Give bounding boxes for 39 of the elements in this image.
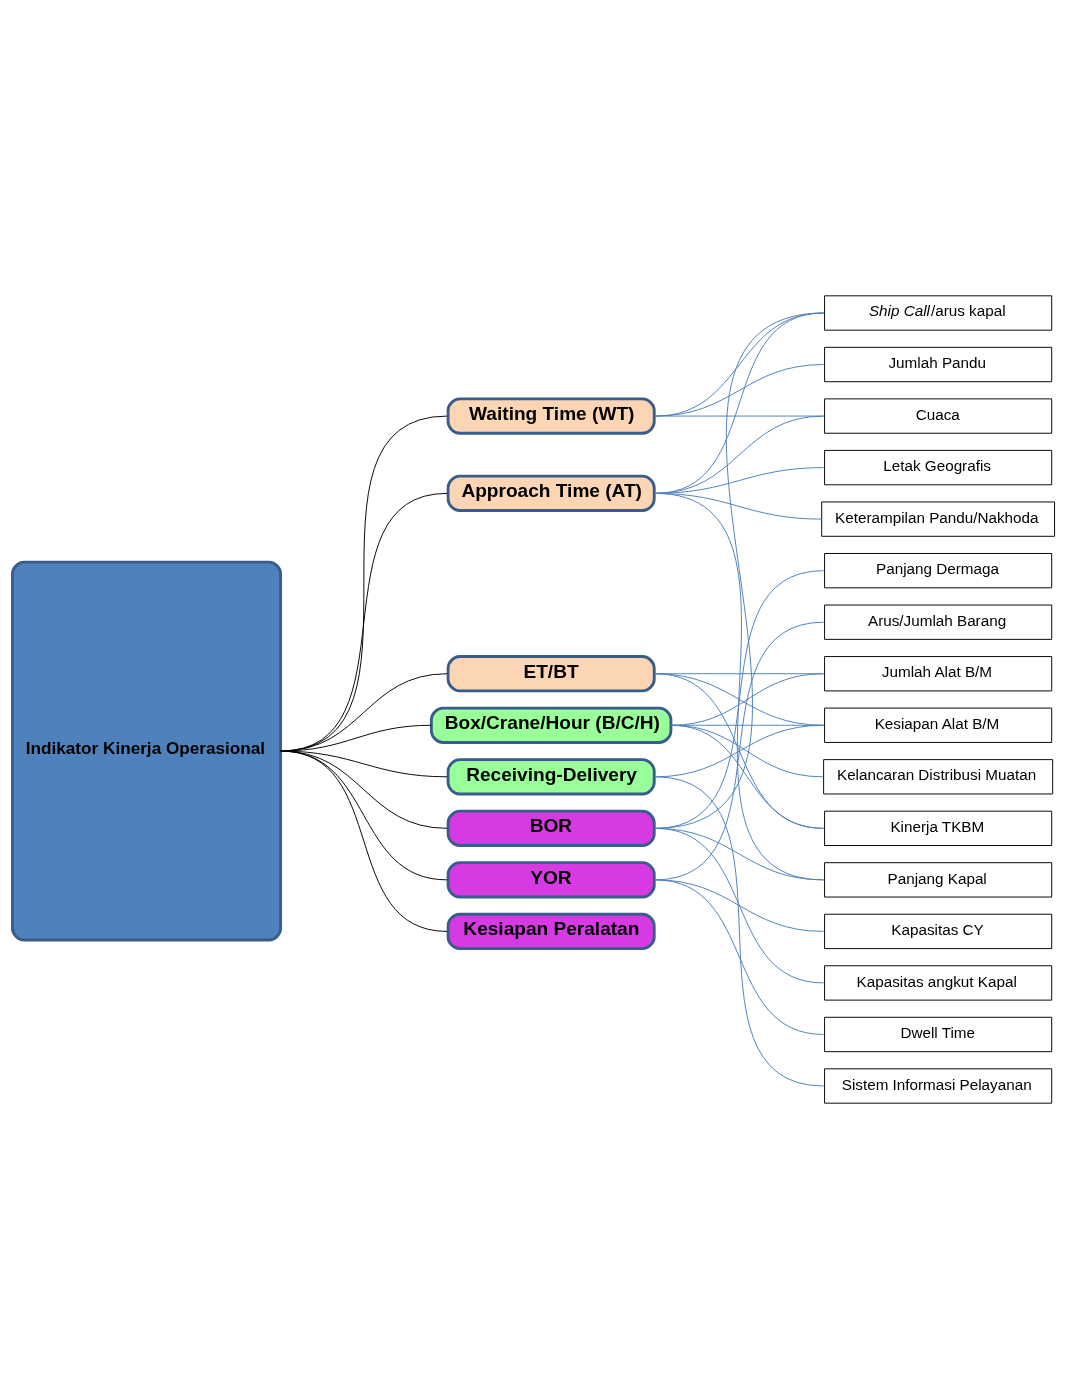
connector <box>670 724 825 829</box>
connector <box>654 827 825 983</box>
node-box: BOR <box>446 809 656 847</box>
node-box: Kesiapan Peralatan <box>446 912 656 950</box>
node-box: Keterampilan Pandu/Nakhoda <box>821 500 1056 537</box>
node-box: Ship Call/arus kapal <box>824 294 1053 331</box>
node-box: Jumlah Pandu <box>824 346 1053 382</box>
node-box: Panjang Kapal <box>824 861 1053 898</box>
connector <box>654 621 825 880</box>
node-box: Panjang Dermaga <box>824 552 1053 588</box>
node-box: Kapasitas CY <box>824 913 1053 949</box>
connector <box>654 775 825 1086</box>
node-box: Kesiapan Alat B/M <box>824 707 1053 743</box>
connector <box>654 312 825 494</box>
connector <box>654 492 825 880</box>
connector <box>654 415 825 494</box>
connector <box>654 415 825 417</box>
node-box: Kinerja TKBM <box>824 810 1053 846</box>
node-box: Letak Geografis <box>824 449 1053 485</box>
node-box: Indikator Kinerja Operasional <box>11 560 283 941</box>
node-box: Cuaca <box>824 397 1053 434</box>
connector <box>654 672 825 829</box>
node-box: ET/BT <box>446 654 656 692</box>
node-box: Box/Crane/Hour (B/C/H) <box>429 706 673 744</box>
node-box: YOR <box>446 860 656 898</box>
connector <box>280 750 448 932</box>
node-box: Dwell Time <box>824 1016 1053 1052</box>
node-box: Kapasitas angkut Kapal <box>824 964 1053 1001</box>
node-box: Receiving-Delivery <box>446 757 656 795</box>
connector <box>654 363 825 417</box>
connector <box>654 878 825 1035</box>
node-box: Sistem Informasi Pelayanan <box>824 1067 1053 1104</box>
node-box: Jumlah Alat B/M <box>824 655 1053 691</box>
connector <box>654 312 825 829</box>
node-box: Kelancaran Distribusi Muatan <box>823 758 1054 794</box>
node-box: Approach Time (AT) <box>446 474 656 512</box>
node-box: Waiting Time (WT) <box>446 396 656 435</box>
connector <box>654 569 825 829</box>
node-box: Arus/Jumlah Barang <box>824 604 1053 640</box>
